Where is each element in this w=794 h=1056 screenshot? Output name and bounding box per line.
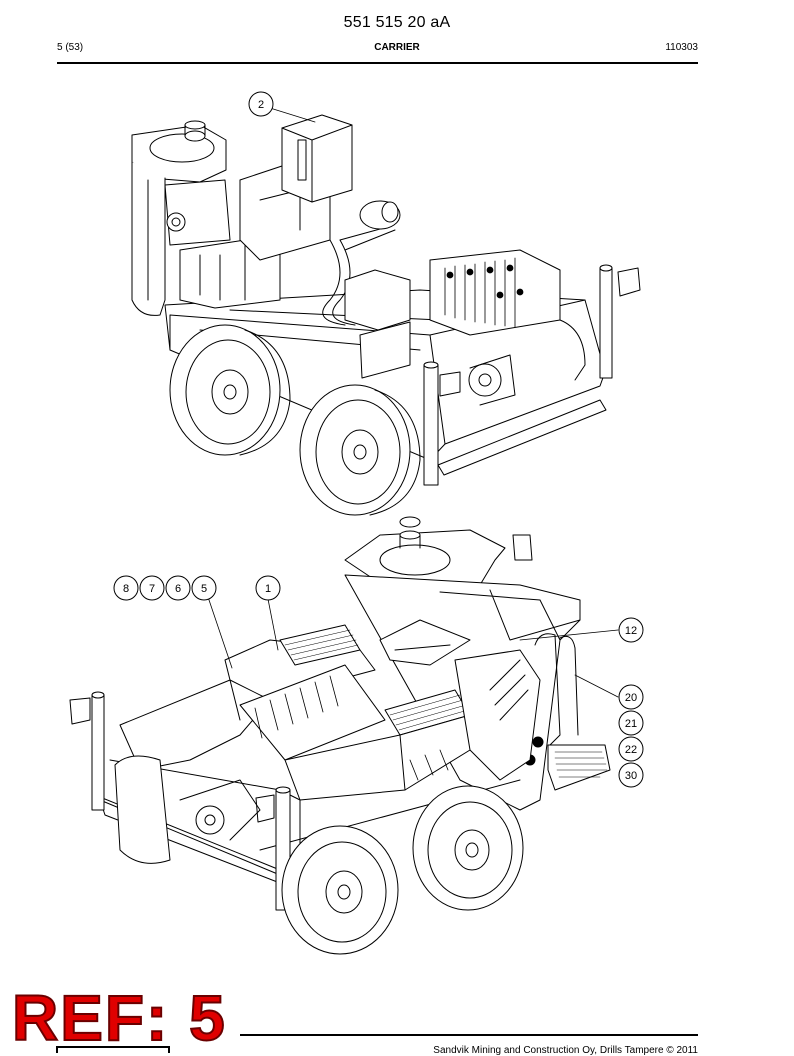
ref-stamp: REF: 5 bbox=[11, 982, 227, 1054]
callout-label: 22 bbox=[625, 744, 637, 756]
callout-21: 21 bbox=[618, 710, 644, 736]
callout-22: 22 bbox=[618, 736, 644, 762]
callout-20: 20 bbox=[618, 684, 644, 710]
footer-rule bbox=[240, 1034, 698, 1036]
callout-label: 21 bbox=[625, 718, 637, 730]
document-date: 110303 bbox=[665, 42, 698, 53]
callout-2: 2 bbox=[248, 91, 274, 117]
callout-12: 12 bbox=[618, 617, 644, 643]
callout-label: 7 bbox=[149, 583, 155, 595]
callout-label: 2 bbox=[258, 99, 264, 111]
callout-1: 1 bbox=[255, 575, 281, 601]
sandvik-logo bbox=[56, 1046, 170, 1053]
header-rule bbox=[57, 62, 698, 64]
carrier-top-drawing bbox=[131, 107, 641, 516]
callout-label: 1 bbox=[265, 583, 271, 595]
callout-label: 30 bbox=[625, 770, 637, 782]
carrier-bottom-drawing bbox=[69, 516, 619, 955]
copyright-notice: Sandvik Mining and Construction Oy, Dril… bbox=[433, 1045, 698, 1056]
section-title: CARRIER bbox=[374, 42, 420, 53]
callout-7: 7 bbox=[139, 575, 165, 601]
callout-label: 8 bbox=[123, 583, 129, 595]
callout-8: 8 bbox=[113, 575, 139, 601]
document-number: 551 515 20 aA bbox=[343, 14, 451, 31]
callout-label: 20 bbox=[625, 692, 637, 704]
callout-label: 6 bbox=[175, 583, 181, 595]
callout-6: 6 bbox=[165, 575, 191, 601]
callout-5: 5 bbox=[191, 575, 217, 601]
page-reference: 5 (53) bbox=[57, 42, 84, 53]
callout-30: 30 bbox=[618, 762, 644, 788]
callout-label: 5 bbox=[201, 583, 207, 595]
callout-label: 12 bbox=[625, 625, 637, 637]
